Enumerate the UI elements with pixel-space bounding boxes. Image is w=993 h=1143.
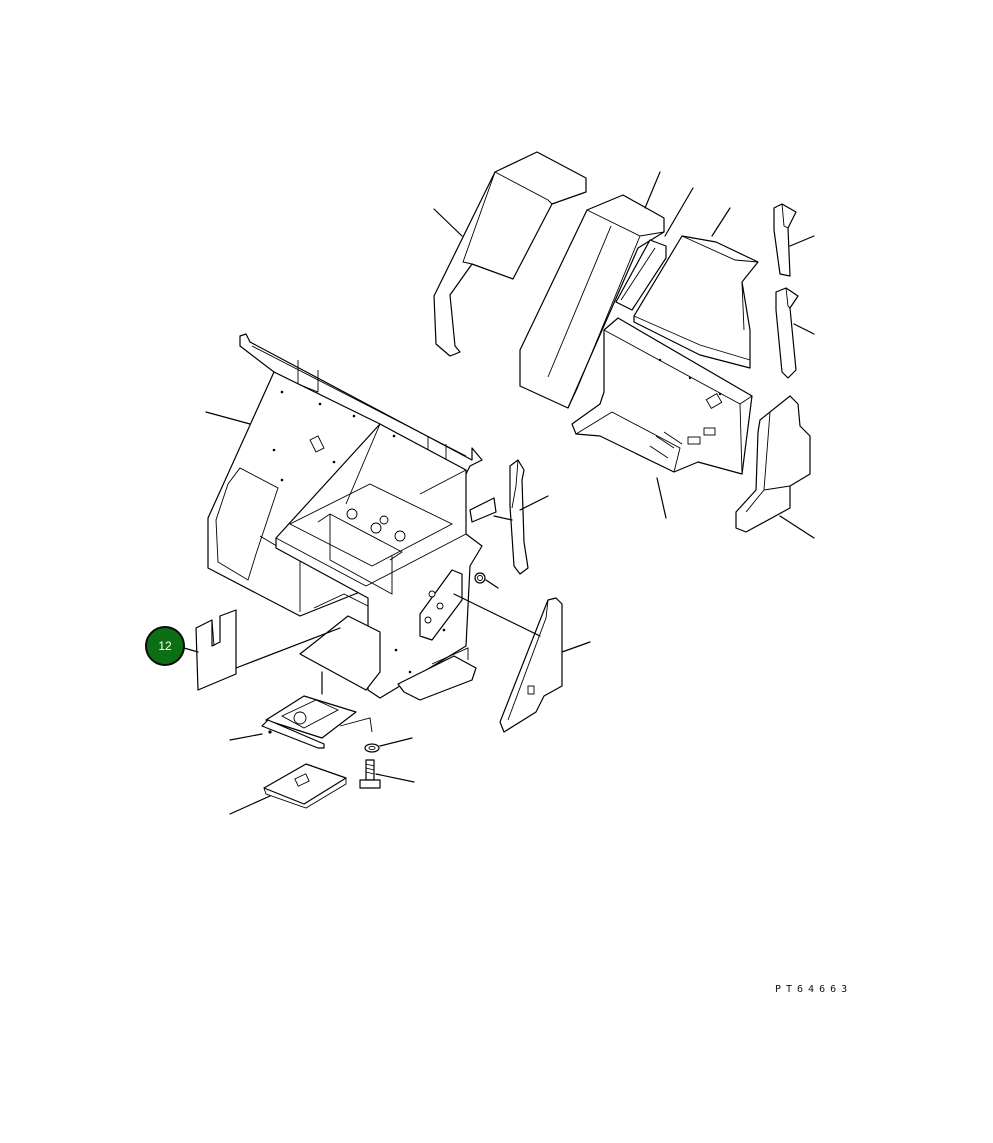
leader-line-triangular-trim bbox=[561, 641, 591, 653]
leader-line-curved-pad bbox=[519, 495, 549, 511]
leader-line-tab bbox=[493, 515, 513, 521]
leader-line-upper-mat bbox=[711, 207, 731, 237]
small-pad-b-part bbox=[775, 287, 799, 379]
grommet-part bbox=[474, 572, 486, 584]
leader-line-bottom-plate bbox=[229, 795, 271, 815]
cab-frame-assembly bbox=[207, 333, 483, 701]
leader-line-grommet bbox=[485, 579, 499, 589]
main-floor-mat-part bbox=[571, 317, 753, 475]
mount-bracket-part bbox=[261, 695, 373, 749]
curved-pad-part bbox=[509, 459, 529, 575]
bolt-part bbox=[359, 759, 381, 789]
leader-line-small-pad-b bbox=[793, 323, 815, 335]
leader-line-small-pad-a bbox=[789, 235, 815, 247]
drawing-code-label: PT64663 bbox=[775, 984, 853, 995]
side-tab-part bbox=[469, 497, 497, 523]
pillar-cover-part bbox=[433, 151, 587, 357]
leader-line-pillar-cover bbox=[433, 208, 463, 237]
leader-line-cab-frame bbox=[205, 411, 251, 425]
leader-line-corner-block bbox=[779, 515, 815, 539]
bottom-plate-part bbox=[263, 763, 347, 809]
corner-block-part bbox=[735, 395, 811, 533]
leader-line-narrow-strip bbox=[664, 187, 694, 237]
small-pad-a-part bbox=[773, 203, 797, 277]
tall-side-pad-part bbox=[519, 194, 665, 409]
narrow-strip-part bbox=[615, 239, 667, 311]
callout-badge-12[interactable]: 12 bbox=[145, 626, 185, 666]
leader-line-mount-bracket bbox=[229, 733, 263, 741]
triangular-trim-part bbox=[499, 597, 563, 733]
leader-line-washer bbox=[379, 737, 413, 747]
leader-line-floor-mat bbox=[656, 477, 667, 519]
leader-line-frame-to-trim bbox=[453, 593, 541, 637]
leader-line-tall-pad bbox=[644, 171, 661, 209]
leader-line-bolt bbox=[375, 773, 415, 783]
upper-mat-part bbox=[633, 235, 759, 369]
part-12-plate bbox=[195, 609, 237, 691]
leader-line-part-12 bbox=[183, 647, 199, 653]
assembly-line-part-12 bbox=[235, 627, 341, 669]
washer-part bbox=[364, 743, 380, 753]
